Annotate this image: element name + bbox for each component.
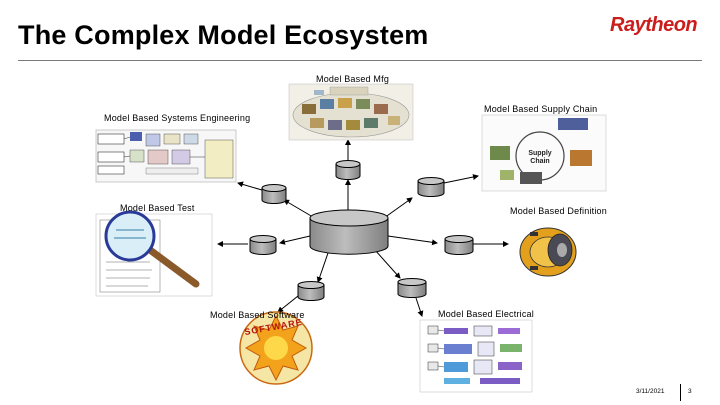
page-title: The Complex Model Ecosystem <box>18 20 429 50</box>
systems-engineering-diagram-image <box>95 129 237 183</box>
connector-hub-software-db <box>316 252 329 283</box>
footer-separator <box>680 384 681 401</box>
connector-hub-electrical-db <box>374 249 401 279</box>
title-divider <box>18 60 702 61</box>
label-model-based-electrical: Model Based Electrical <box>438 309 534 319</box>
database-icon-definition <box>444 235 474 255</box>
connector-software-image <box>277 295 299 313</box>
database-icon-test <box>249 235 277 255</box>
connector-supply-image <box>443 174 479 184</box>
mfg-collage-image <box>288 83 414 141</box>
test-magnifier-image <box>95 210 213 297</box>
definition-3d-part-image <box>512 216 584 286</box>
connector-se-image <box>237 181 263 191</box>
supply-chain-cycle-image <box>481 114 607 192</box>
label-model-based-supply-chain: Model Based Supply Chain <box>484 104 598 114</box>
label-model-based-definition: Model Based Definition <box>510 206 607 216</box>
database-icon-mfg <box>335 160 361 180</box>
label-model-based-test: Model Based Test <box>120 203 195 213</box>
connector-hub-definition-db <box>387 235 438 246</box>
electrical-schematic-image <box>419 319 533 393</box>
label-model-based-mfg: Model Based Mfg <box>316 74 390 84</box>
label-model-based-software: Model Based Software <box>210 310 305 320</box>
database-icon-electrical <box>397 278 427 298</box>
db-connectors <box>217 139 509 317</box>
database-icon-software <box>297 281 325 301</box>
database-icon-supply-chain <box>417 177 445 197</box>
footer-date: 3/11/2021 <box>636 388 665 395</box>
database-icon-systems-engineering <box>261 184 287 204</box>
raytheon-logo: Raytheon <box>610 14 698 36</box>
connector-hub-supply-db <box>383 197 413 219</box>
connector-hub-test-db <box>279 235 311 245</box>
central-database-icon <box>309 209 389 255</box>
connector-electrical-image <box>415 297 424 317</box>
label-model-based-systems-engineering: Model Based Systems Engineering <box>104 113 251 123</box>
software-seal-image <box>239 311 313 385</box>
supply-chain-center-label: Supply Chain <box>528 150 552 165</box>
footer-page-number: 3 <box>688 388 692 395</box>
